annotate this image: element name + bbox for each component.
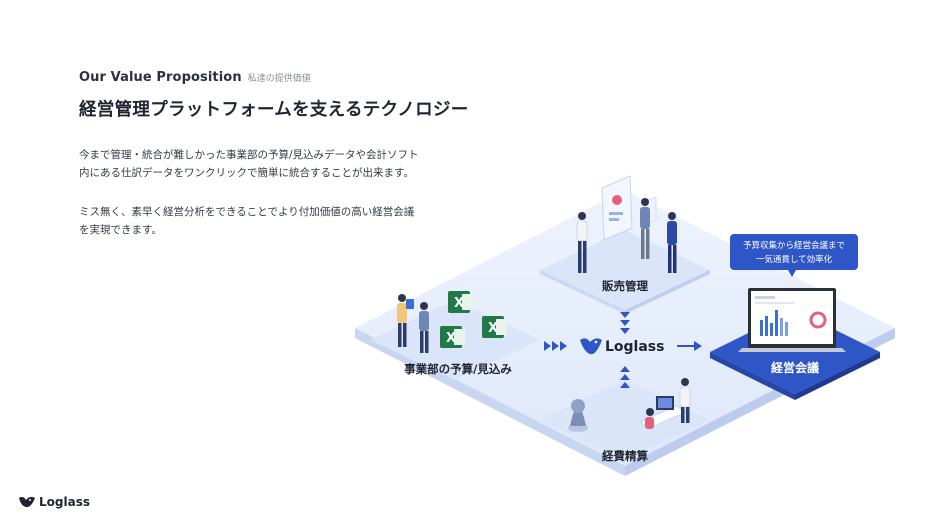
arrow-icon bbox=[620, 312, 630, 334]
callout-line1: 予算収集から経営会議まで bbox=[743, 240, 845, 251]
loglass-bird-icon bbox=[19, 496, 35, 508]
callout-bubble: 予算収集から経営会議まで 一気通貫して効率化 bbox=[730, 234, 858, 277]
arrow-icon bbox=[677, 341, 702, 351]
expense-label: 経費精算 bbox=[602, 449, 648, 463]
para2-line2: を実現できます。 bbox=[79, 224, 162, 236]
description-paragraph-2: ミス無く、素早く経営分析をできることでより付加価値の高い経営会議 を実現できます… bbox=[79, 203, 479, 239]
center-logo-text: Loglass bbox=[605, 339, 664, 355]
excel-icon: X bbox=[448, 291, 473, 313]
loglass-bird-icon bbox=[580, 338, 602, 355]
callout-line2: 一気通貫して効率化 bbox=[756, 254, 833, 265]
meeting-label: 経営会議 bbox=[771, 360, 819, 375]
eyebrow-japanese: 私達の提供価値 bbox=[247, 74, 311, 84]
para2-line1: ミス無く、素早く経営分析をできることでより付加価値の高い経営会議 bbox=[79, 206, 415, 218]
sales-label: 販売管理 bbox=[602, 279, 648, 293]
description-paragraph-1: 今まで管理・統合が難しかった事業部の予算/見込みデータや会計ソフト 内にある仕訳… bbox=[79, 146, 479, 182]
svg-text:X: X bbox=[446, 331, 456, 346]
sales-tile bbox=[540, 230, 710, 314]
integration-diagram: X X X bbox=[355, 175, 895, 476]
arrow-icon bbox=[544, 341, 567, 351]
eyebrow-english: Our Value Proposition bbox=[79, 70, 242, 85]
para1-line2: 内にある仕訳データをワンクリックで簡単に統合することが出来ます。 bbox=[79, 167, 414, 179]
svg-text:X: X bbox=[454, 296, 464, 311]
sales-illustration bbox=[576, 175, 677, 273]
center-loglass-logo: Loglass bbox=[580, 338, 664, 355]
footer-logo-text: Loglass bbox=[39, 495, 90, 509]
excel-icon: X bbox=[440, 326, 465, 348]
excel-icon: X bbox=[482, 316, 507, 338]
footer-logo: Loglass bbox=[18, 495, 90, 509]
expense-illustration bbox=[568, 378, 691, 432]
arrow-icon bbox=[620, 366, 630, 388]
division-label: 事業部の予算/見込み bbox=[404, 362, 512, 376]
svg-text:X: X bbox=[488, 321, 498, 336]
section-eyebrow: Our Value Proposition 私達の提供価値 bbox=[79, 70, 311, 85]
laptop-icon bbox=[738, 288, 846, 352]
division-people-illustration bbox=[397, 294, 429, 353]
page-title: 経営管理プラットフォームを支えるテクノロジー bbox=[79, 100, 469, 120]
para1-line1: 今まで管理・統合が難しかった事業部の予算/見込みデータや会計ソフト bbox=[79, 149, 419, 161]
